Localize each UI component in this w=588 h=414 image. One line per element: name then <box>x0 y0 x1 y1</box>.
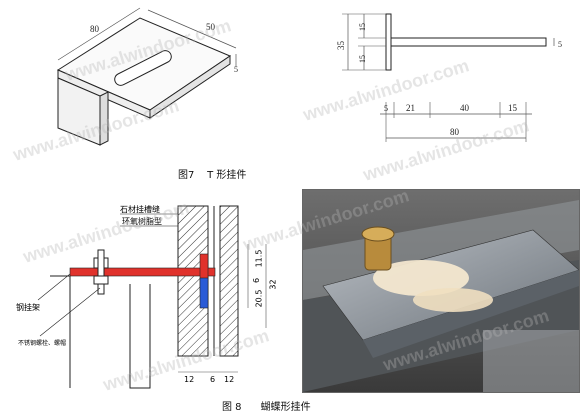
isometric-drawing: 80 50 5 <box>56 7 238 146</box>
dim-right-1: 11.5 <box>254 249 264 268</box>
front-view-drawing: 35 15 15 5 <box>336 13 562 71</box>
section-drawing <box>37 205 267 389</box>
bottom-dim-3: 40 <box>460 103 470 113</box>
fig7-caption: 图7 T 形挂件 <box>178 170 247 181</box>
bottom-dim-2: 21 <box>406 103 415 113</box>
photo-illustration <box>303 190 579 392</box>
front-dim-web: 5 <box>558 40 562 49</box>
iso-dim-thick: 5 <box>234 65 238 74</box>
bottom-dim-total: 80 <box>450 127 460 137</box>
dim-right-4: 32 <box>268 279 278 290</box>
iso-dim-length: 80 <box>90 24 100 34</box>
front-dim-bottom: 15 <box>358 55 367 63</box>
fig7-isometric: 80 50 5 <box>40 0 270 160</box>
label-epoxy: 环氧树脂型 <box>122 217 162 226</box>
dim-bottom-2: 6 <box>210 375 216 384</box>
label-steel-angle: 钢挂架 <box>16 303 40 312</box>
front-dim-total: 35 <box>336 41 346 51</box>
bottom-view-drawing: 5 21 40 15 80 <box>380 102 532 142</box>
bottom-dim-4: 15 <box>508 103 518 113</box>
label-stone-slot: 石材挂槽缝 <box>120 205 160 214</box>
dim-bottom-1: 12 <box>184 375 195 384</box>
hanger-photo <box>302 189 580 393</box>
dim-right-2: 6 <box>252 277 262 284</box>
fig7-bottom-view: 5 21 40 15 80 <box>370 96 580 156</box>
fig8-caption: 图 8 蝴蝶形挂件 <box>222 402 311 413</box>
fig8-section: 石材挂槽缝 环氧树脂型 钢挂架 不锈钢螺栓、螺帽 11.5 6 20.5 32 … <box>10 188 290 398</box>
dim-right-3: 20.5 <box>254 289 264 308</box>
dim-bottom-3: 12 <box>224 375 235 384</box>
label-stainless-bolt: 不锈钢螺栓、螺帽 <box>18 340 67 347</box>
iso-dim-width: 50 <box>206 22 216 32</box>
fig7-front-view: 35 15 15 5 <box>320 0 580 80</box>
front-dim-top: 15 <box>358 23 367 31</box>
bottom-dim-1: 5 <box>384 104 388 113</box>
